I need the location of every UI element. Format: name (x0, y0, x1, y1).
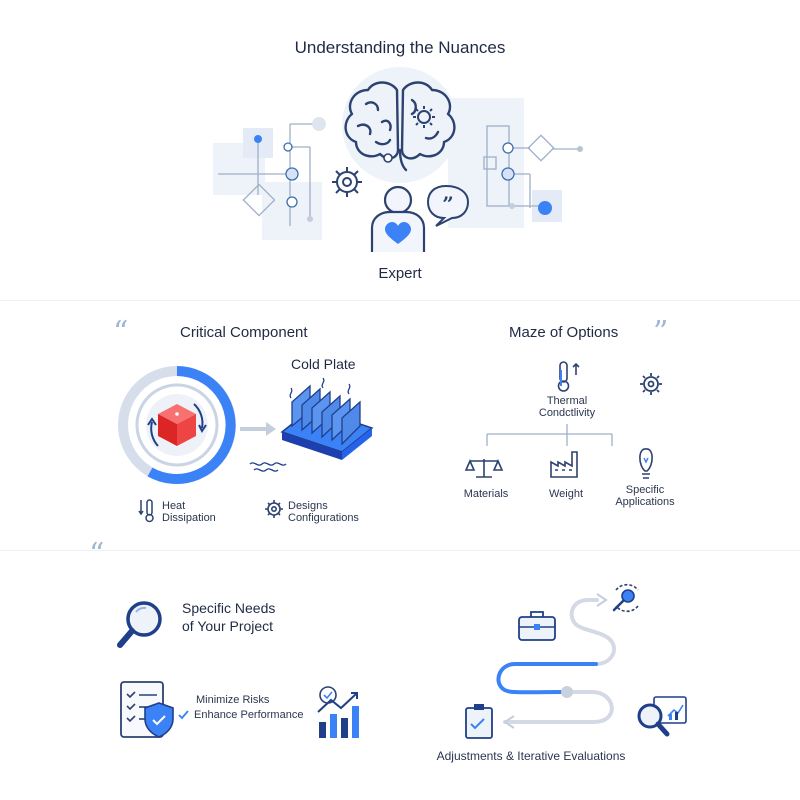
materials-label: Materials (463, 488, 509, 500)
expert-label: Expert (378, 265, 422, 282)
svg-text:”: ” (442, 192, 454, 216)
divider (0, 550, 800, 551)
heat-label-line2: Dissipation (162, 512, 216, 524)
cold-plate-label: Cold Plate (291, 356, 356, 372)
thermal-label-line1: Thermal (546, 395, 588, 407)
risk-label-2: Enhance Performance (194, 709, 304, 721)
bg-square (262, 182, 322, 240)
needs-heading-line1: Specific Needs (182, 600, 276, 616)
weight-label: Weight (548, 488, 584, 500)
quote-mark-icon: “ (89, 537, 105, 572)
designs-label-line2: Configurations (288, 512, 359, 524)
thermal-label-line2: Condctlivity (538, 407, 596, 419)
designs-label-line1: Designs (288, 500, 328, 512)
maze-heading: Maze of Options (509, 324, 619, 341)
page-title: Understanding the Nuances (294, 38, 506, 57)
heat-label-line1: Heat (162, 500, 186, 512)
critical-heading: Critical Component (180, 324, 308, 341)
quote-mark-icon: “ (113, 315, 129, 350)
specific-label-line1: Specific (625, 484, 665, 496)
specific-label-line2: Applications (615, 496, 675, 508)
needs-heading-line2: of Your Project (182, 618, 274, 634)
quote-mark-icon: ” (653, 315, 669, 350)
risk-label-1: Minimize Risks (196, 694, 270, 706)
adjustments-label: Adjustments & Iterative Evaluations (436, 749, 626, 763)
divider (0, 300, 800, 301)
